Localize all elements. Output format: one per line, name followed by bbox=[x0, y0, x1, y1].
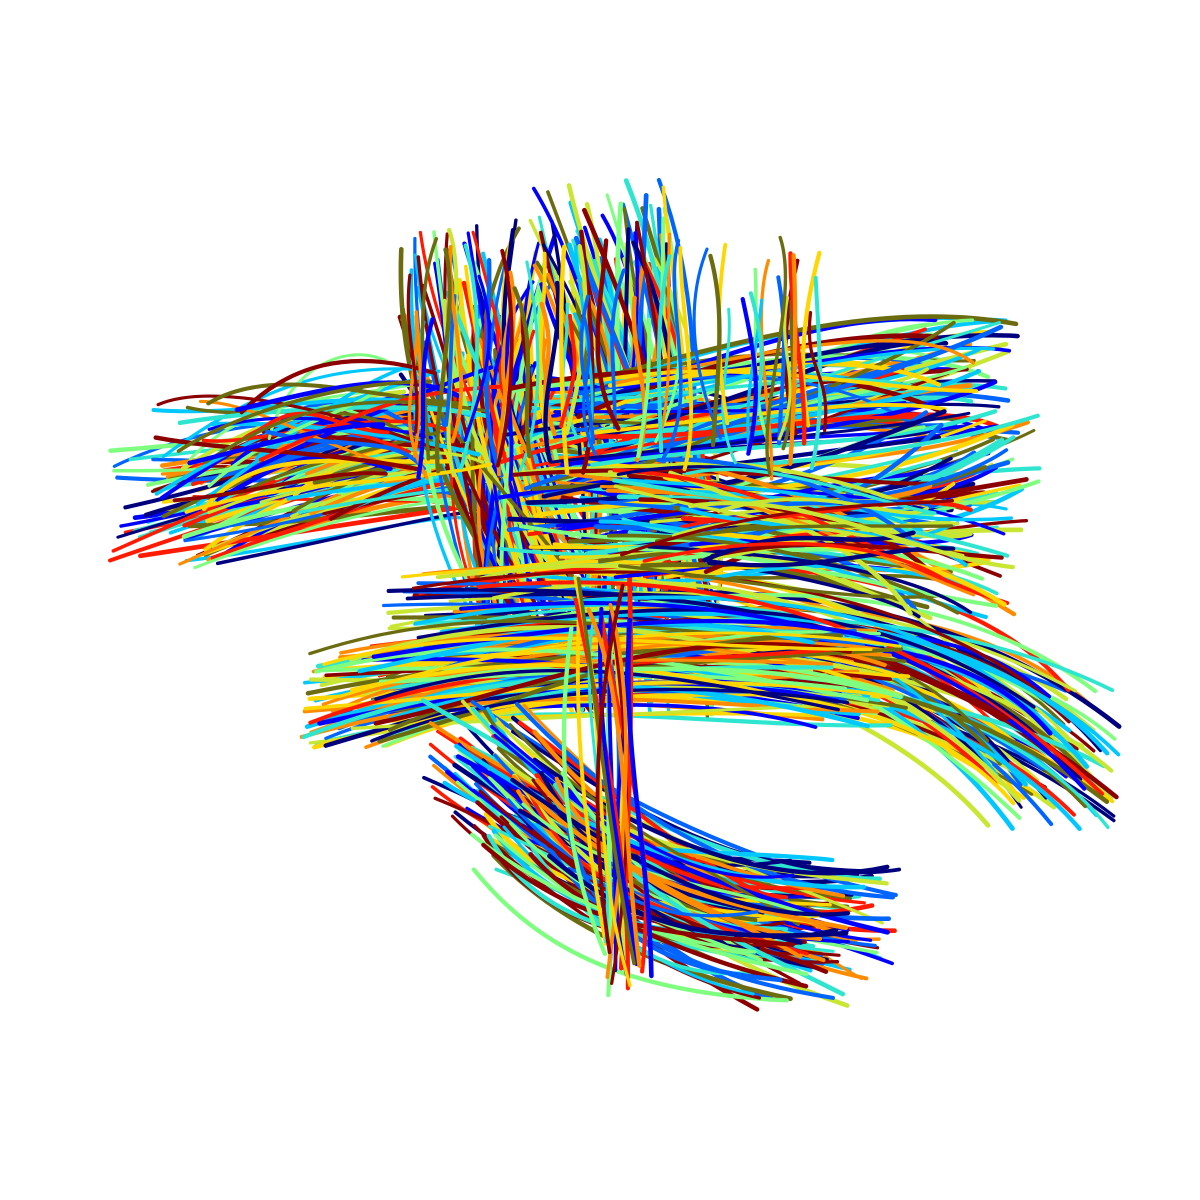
fiber-streamline bbox=[612, 478, 1010, 558]
fiber-streamline bbox=[809, 275, 823, 471]
fiber-streamline bbox=[582, 316, 597, 456]
fiber-streamline bbox=[636, 317, 652, 459]
fiber-streamline bbox=[511, 468, 931, 486]
fiber-streamline bbox=[579, 229, 595, 475]
fiber-streamline bbox=[234, 380, 462, 413]
fiber-streamline bbox=[685, 467, 937, 515]
fiber-streamline bbox=[508, 723, 800, 927]
fiber-streamline bbox=[532, 729, 858, 944]
fiber-streamline bbox=[716, 497, 929, 515]
fiber-streamline bbox=[543, 280, 561, 463]
fiber-streamline bbox=[776, 275, 786, 446]
fiber-streamline bbox=[612, 468, 1010, 605]
fiber-streamline bbox=[308, 647, 836, 725]
fiber-streamline bbox=[566, 827, 783, 983]
fiber-streamline bbox=[598, 606, 639, 967]
fiber-streamline bbox=[416, 607, 1036, 709]
fiber-streamline bbox=[521, 802, 813, 918]
fiber-streamline bbox=[463, 274, 491, 442]
fiber-streamline bbox=[420, 237, 439, 461]
fiber-streamline bbox=[702, 530, 916, 563]
fiber-streamline bbox=[204, 400, 489, 464]
fiber-streamline bbox=[777, 295, 792, 441]
fiber-streamline bbox=[541, 435, 941, 499]
fiber-streamline bbox=[586, 607, 642, 968]
fiber-streamline bbox=[688, 501, 1015, 570]
fiber-streamline bbox=[561, 625, 608, 956]
fiber-streamline bbox=[201, 458, 451, 512]
fiber-streamline bbox=[303, 680, 893, 711]
fiber-streamline bbox=[607, 533, 960, 615]
fiber-streamline bbox=[620, 499, 954, 557]
fiber-bundle bbox=[108, 177, 1122, 1012]
fiber-streamline bbox=[407, 314, 429, 480]
fiber-streamline bbox=[510, 777, 851, 917]
fiber-streamline bbox=[471, 867, 789, 1003]
fiber-streamline bbox=[172, 471, 388, 503]
fiber-streamline bbox=[576, 576, 636, 966]
fiber-streamline bbox=[579, 294, 596, 445]
fiber-streamline bbox=[807, 311, 828, 433]
fiber-streamline bbox=[495, 248, 514, 468]
fiber-streamline bbox=[406, 273, 419, 434]
fiber-streamline bbox=[708, 253, 722, 448]
fiber-streamline bbox=[532, 422, 1015, 518]
fiber-streamline bbox=[549, 847, 835, 1000]
fiber-streamline bbox=[618, 564, 940, 599]
fiber-streamline bbox=[626, 617, 654, 979]
fiber-streamline bbox=[512, 286, 532, 459]
fiber-streamline bbox=[610, 268, 626, 430]
fiber-streamline bbox=[156, 394, 430, 448]
fiber-streamline bbox=[759, 258, 774, 481]
fiber-streamline bbox=[528, 851, 809, 989]
fiber-streamline bbox=[511, 774, 848, 931]
fiber-streamline bbox=[788, 253, 798, 466]
fiber-streamline bbox=[539, 301, 557, 437]
fiber-streamline bbox=[470, 699, 898, 898]
fiber-streamline bbox=[595, 583, 625, 955]
fiber-streamline bbox=[678, 245, 694, 472]
fiber-streamline bbox=[559, 313, 577, 429]
fiber-streamline bbox=[641, 480, 1006, 536]
fiber-streamline bbox=[459, 243, 480, 470]
fiber-streamline bbox=[617, 546, 999, 608]
fiber-streamline bbox=[740, 296, 759, 456]
fiber-streamline bbox=[560, 379, 998, 468]
fiber-streamline bbox=[386, 587, 1083, 782]
fiber-streamline bbox=[613, 339, 975, 385]
fiber-streamline bbox=[575, 610, 608, 946]
fiber-streamline bbox=[552, 804, 760, 950]
fiber-streamline bbox=[388, 684, 870, 729]
fiber-streamline bbox=[621, 478, 924, 533]
fiber-streamline bbox=[642, 541, 949, 583]
fiber-streamline bbox=[301, 665, 834, 740]
fiber-streamline bbox=[547, 853, 849, 938]
fiber-streamline bbox=[416, 317, 435, 480]
fiber-streamline bbox=[765, 235, 788, 477]
fiber-streamline bbox=[655, 524, 954, 543]
fiber-streamline bbox=[662, 238, 683, 459]
fiber-streamline bbox=[434, 247, 452, 474]
fiber-streamline bbox=[595, 238, 621, 431]
fiber-streamline bbox=[349, 624, 814, 673]
fiber-streamline bbox=[309, 639, 884, 734]
fiber-streamline bbox=[559, 244, 570, 476]
fiber-streamline bbox=[537, 251, 549, 435]
fiber-streamline bbox=[656, 254, 672, 453]
fiber-streamline bbox=[176, 379, 433, 453]
fiber-streamline bbox=[248, 411, 390, 439]
fiber-streamline bbox=[187, 422, 386, 466]
fiber-streamline bbox=[349, 663, 822, 709]
fiber-streamline bbox=[564, 244, 588, 436]
fiber-streamline bbox=[692, 247, 723, 440]
fiber-streamline bbox=[239, 358, 437, 415]
fiber-streamline bbox=[746, 298, 764, 453]
fiber-streamline bbox=[371, 618, 899, 659]
fiber-streamline bbox=[788, 251, 807, 446]
